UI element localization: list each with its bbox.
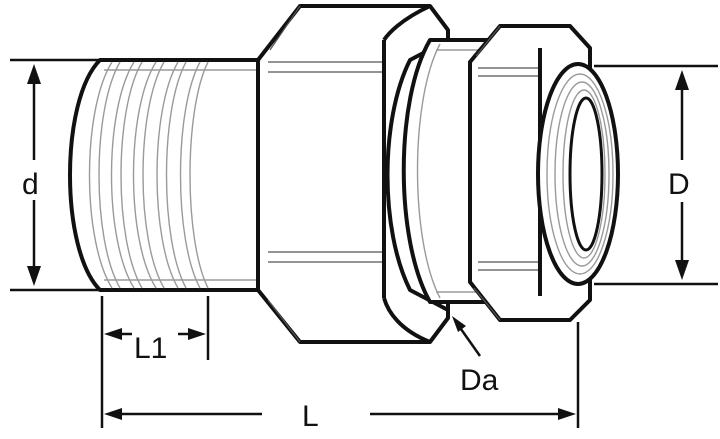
dimension-L1: L1: [100, 296, 210, 365]
leader-Da: Da: [452, 316, 499, 397]
dimension-L: L: [100, 322, 580, 433]
label-L: L: [302, 400, 319, 433]
label-L1: L1: [134, 332, 167, 365]
tailpiece-pipe: [68, 58, 270, 292]
label-D-upper: D: [668, 168, 690, 201]
dimension-d: d: [10, 58, 100, 292]
label-d: d: [22, 168, 39, 201]
label-Da: Da: [460, 364, 499, 397]
dimension-D: D: [594, 64, 718, 286]
female-opening: [536, 62, 620, 286]
